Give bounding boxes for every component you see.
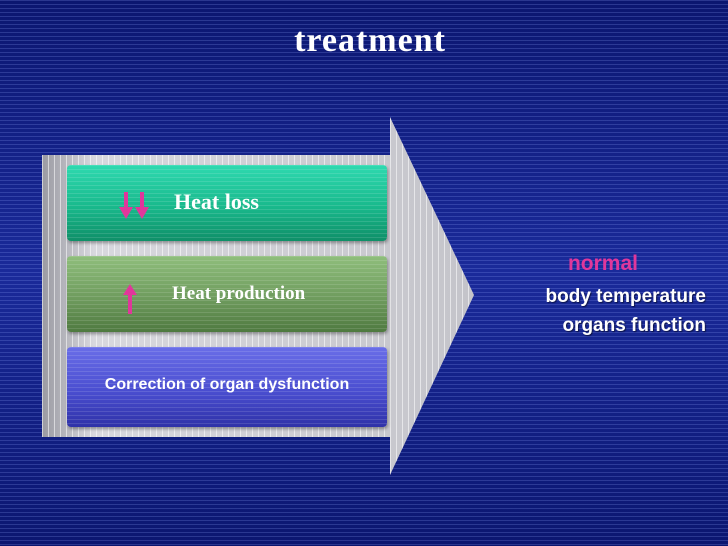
double-down-arrow-icon (119, 192, 149, 219)
step-heat-production: Heat production (67, 256, 387, 332)
outcome-line-body-temperature: body temperature (545, 286, 706, 307)
step-heat-production-label: Heat production (172, 283, 306, 304)
step-organ-correction-label: Correction of organ dysfunction (104, 376, 350, 393)
step-heat-loss-label: Heat loss (174, 189, 259, 214)
outcome-highlight: normal (567, 252, 638, 275)
outcome-line-organs-function: organs function (562, 315, 706, 336)
step-heat-loss: Heat loss (67, 165, 387, 241)
step-organ-correction: Correction of organ dysfunction (67, 347, 387, 427)
page-title: treatment (294, 22, 446, 59)
up-arrow-icon (123, 284, 137, 314)
